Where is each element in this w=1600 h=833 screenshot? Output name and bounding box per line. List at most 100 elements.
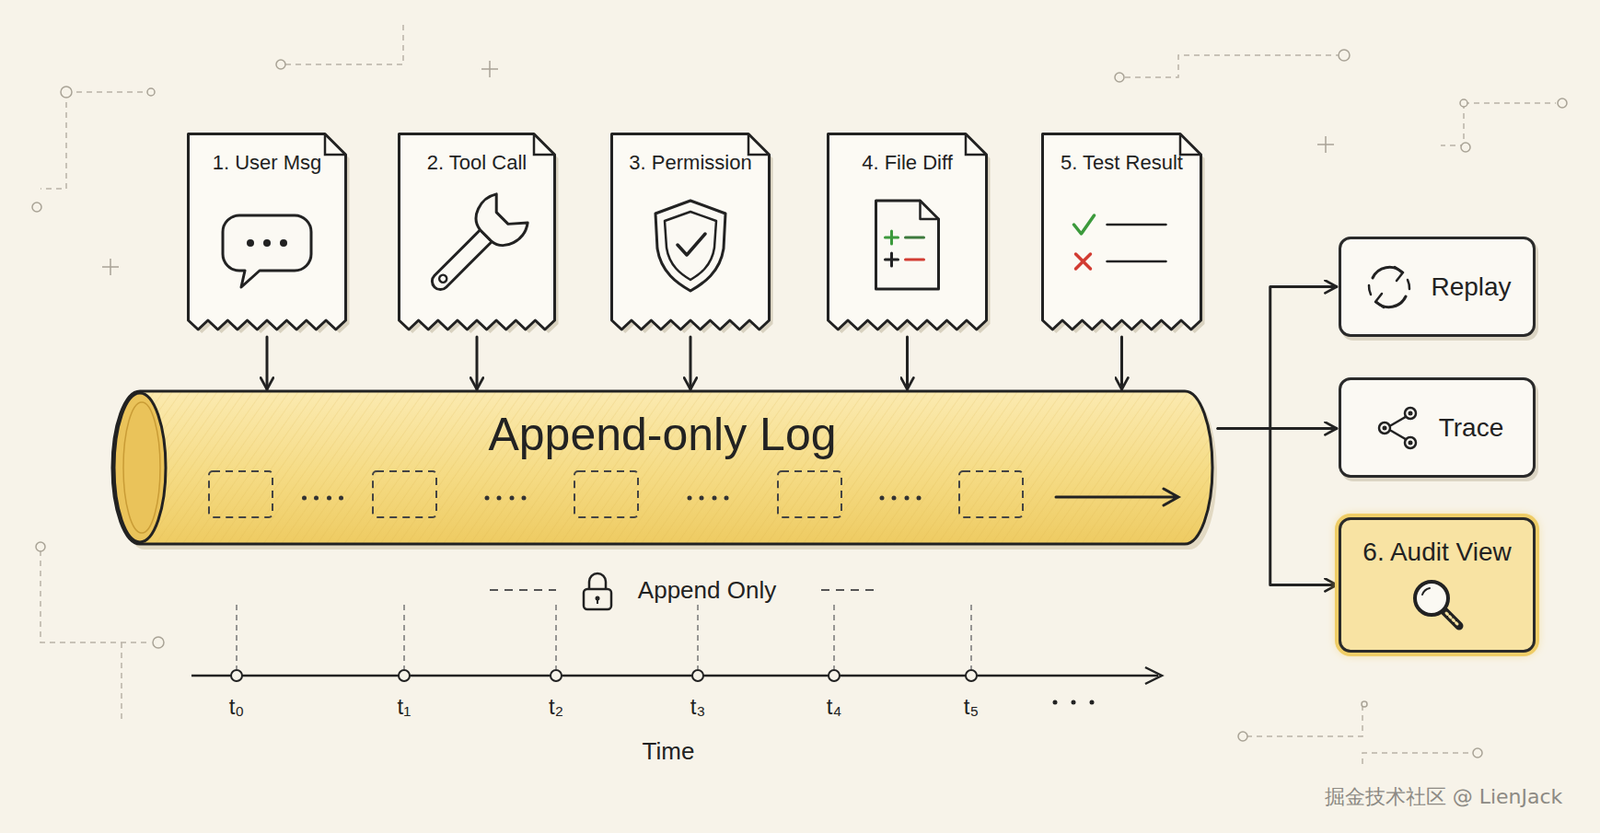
flow-arrow: [1217, 428, 1337, 586]
drawing-part: [231, 670, 977, 682]
card-fold: [324, 134, 347, 156]
card-title: 3. Permission: [610, 150, 771, 175]
output-label: Replay: [1430, 272, 1511, 302]
icon-stroke: [1407, 279, 1410, 290]
drawing-part: [970, 604, 973, 670]
ellipsis-dot: [497, 496, 502, 501]
event-card: 1. User Msg: [186, 132, 348, 332]
drawing-part: [235, 604, 238, 670]
log-entry-slot: [574, 471, 638, 518]
ellipsis-dot: [313, 496, 319, 501]
card-border: [399, 134, 556, 331]
cylinder-border: [112, 391, 1213, 545]
circuit-nodes: [32, 49, 1567, 758]
output-box: Trace: [1338, 377, 1536, 478]
log-entry-slot: [959, 471, 1023, 518]
icon-stroke: [263, 239, 271, 247]
icon-stroke: [1368, 285, 1371, 295]
drawing-part: [152, 637, 164, 649]
icon-stroke: [655, 200, 726, 291]
icon-stroke: [876, 200, 940, 290]
drawing-part: [1557, 98, 1567, 108]
drawing-part: [555, 604, 557, 670]
icon-stroke: [920, 200, 940, 220]
ellipsis-dot: [521, 496, 527, 501]
card-fold: [965, 134, 987, 156]
output-label: 6. Audit View: [1362, 537, 1511, 568]
output-box: Replay: [1338, 236, 1536, 337]
drawing-part: [403, 604, 406, 670]
drawing-part: [1246, 704, 1363, 737]
drawing-part: [965, 670, 977, 682]
icon-stroke: [1422, 588, 1430, 595]
cylinder-cap: [114, 393, 166, 543]
drawing-part: [1053, 700, 1095, 706]
output-label: Trace: [1438, 413, 1505, 443]
drawing-part: [191, 674, 1159, 678]
ellipsis-dot: [724, 496, 730, 501]
flow-arrow: [475, 336, 479, 390]
cylinder-hatch: [112, 391, 1213, 545]
card-icon: [655, 200, 726, 291]
drawing-part: [60, 86, 72, 98]
icon-stroke: [222, 215, 312, 288]
drawing-part: [1317, 136, 1334, 153]
time-tick: t₁: [397, 694, 412, 720]
event-card: 3. Permission: [610, 132, 771, 332]
drawing-part: [147, 88, 155, 96]
card-icon: [222, 215, 312, 288]
drawing-part: [231, 670, 243, 682]
text-run: 5. Test Result: [1060, 150, 1183, 174]
axis-label: Time: [642, 737, 696, 766]
ellipsis-dot: [338, 496, 344, 501]
event-card: 2. Tool Call: [397, 132, 557, 332]
drawing-part: [589, 573, 606, 590]
icon-stroke: [1394, 266, 1403, 281]
append-only-marker: [489, 573, 879, 610]
icon-stroke: [1407, 410, 1413, 416]
card-icon: [876, 200, 940, 290]
drawing-part: [583, 589, 612, 610]
drawing-part: [1414, 581, 1460, 627]
flow-arrow: [266, 336, 269, 390]
log-title: Append-only Log: [110, 407, 1215, 462]
log-entry-slot: [208, 471, 273, 518]
card-fold: [533, 134, 556, 156]
icon-stroke: [905, 258, 925, 262]
text-run: Append-only Log: [487, 408, 836, 461]
drawing-part: [398, 670, 410, 682]
card-border: [612, 134, 770, 331]
drawing-part: [1238, 731, 1248, 742]
drawing-part: [35, 542, 46, 552]
time-tick: t₅: [963, 694, 979, 720]
drawing-part: [285, 23, 404, 65]
timeline: [191, 604, 1162, 706]
drawing-part: [692, 670, 704, 682]
icon-stroke: [1404, 437, 1416, 449]
icon-stroke: [905, 236, 925, 240]
log-entry-slot: [372, 471, 437, 518]
card-title: 5. Test Result: [1041, 150, 1203, 175]
drawing-part: [550, 670, 562, 682]
icon-stroke: [467, 189, 532, 254]
card-border: [188, 134, 347, 331]
icon-stroke: [416, 189, 532, 305]
text-run: 3. Permission: [628, 150, 752, 174]
ellipsis-dot: [904, 496, 910, 501]
icon-stroke: [1107, 260, 1167, 264]
drawing-part: [1368, 266, 1410, 308]
ellipsis-dot: [510, 496, 515, 501]
drawing-part: [120, 642, 123, 723]
event-card: 4. File Diff: [826, 132, 988, 332]
ellipsis-dot: [880, 496, 885, 501]
card-icon: [1074, 215, 1167, 269]
drawing-part: [40, 92, 67, 189]
icon-stroke: [1414, 581, 1449, 615]
card-icon: [416, 189, 532, 305]
drawing-part: [32, 202, 42, 212]
card-title: 1. User Msg: [186, 150, 348, 175]
ellipsis-dot: [301, 496, 307, 501]
drawing-part: [1440, 103, 1464, 146]
drawing-part: [236, 604, 972, 670]
